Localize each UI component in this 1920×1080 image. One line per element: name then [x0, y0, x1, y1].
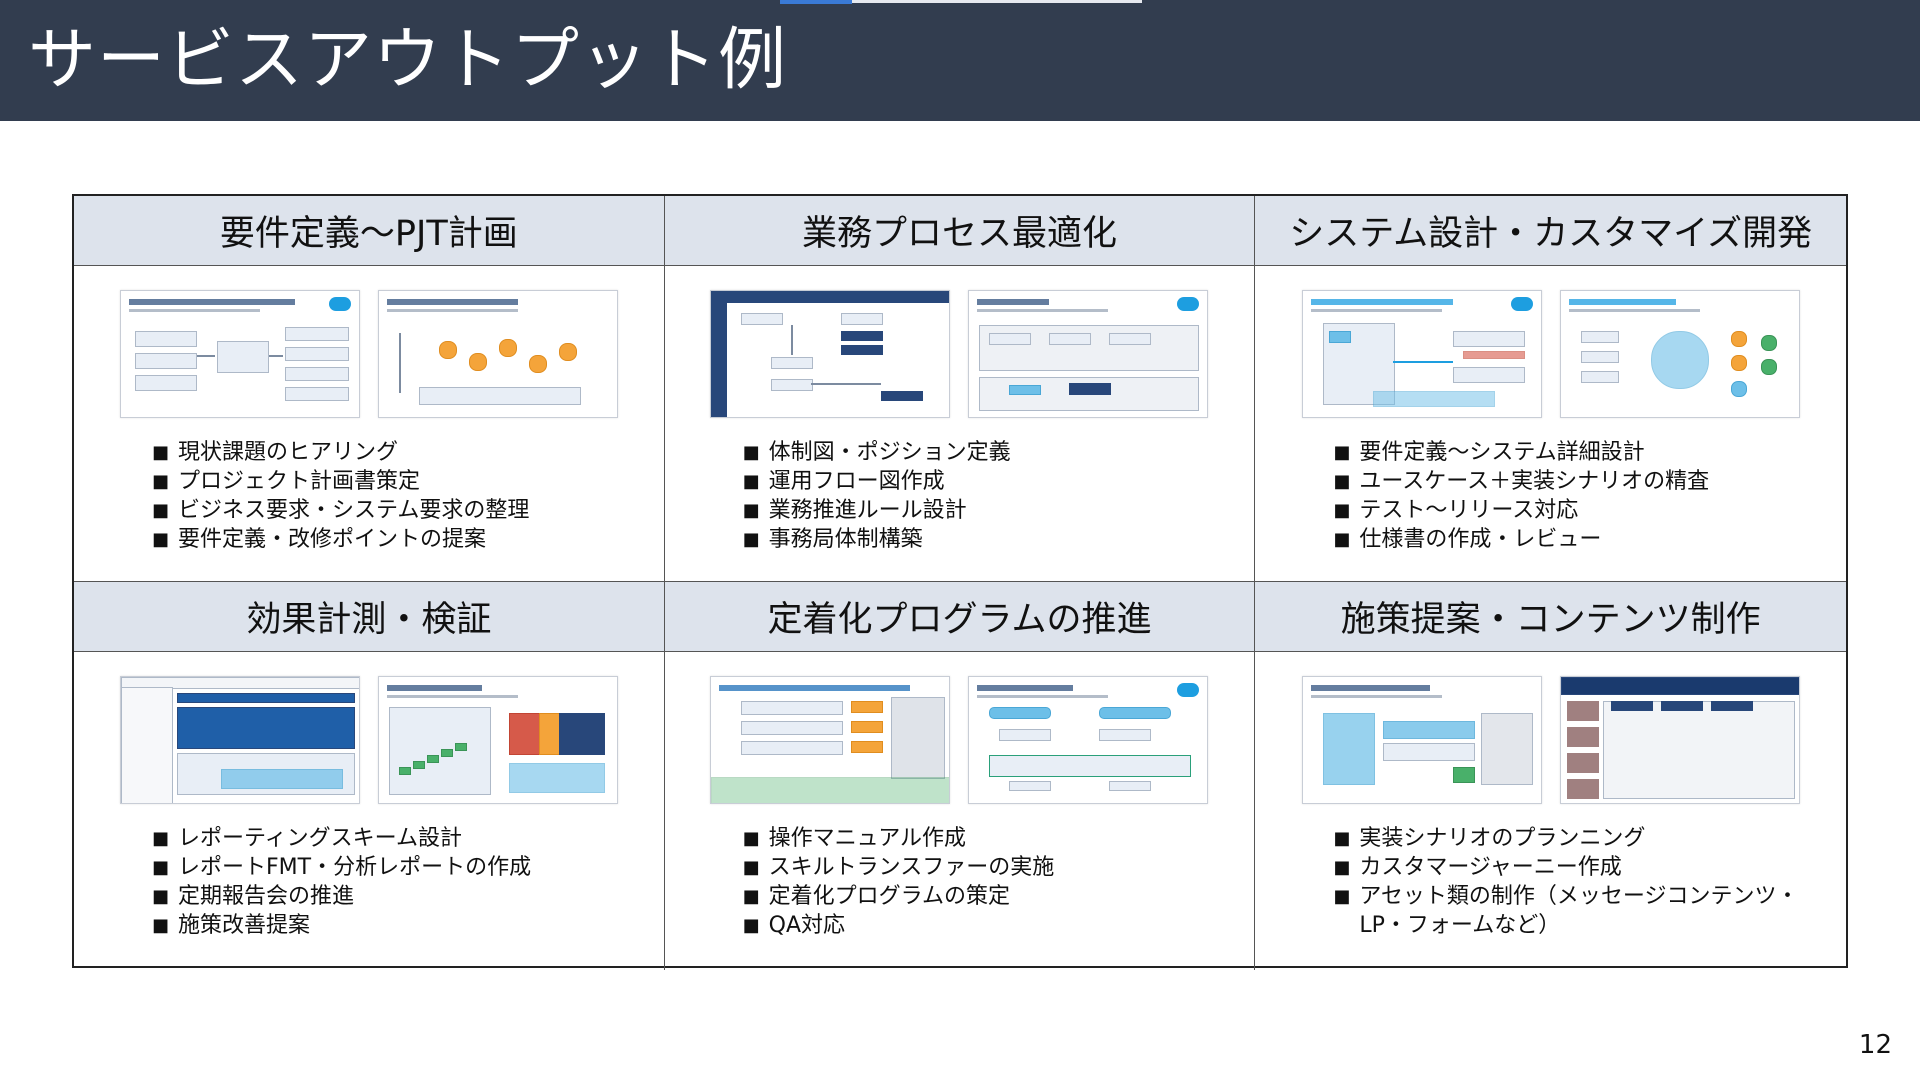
bullet-item: 施策改善提案 — [152, 911, 531, 940]
section-cell-content: 実装シナリオのプランニング カスタマージャーニー作成 アセット類の制作（メッセー… — [1255, 652, 1846, 970]
bullet-list: 操作マニュアル作成 スキルトランスファーの実施 定着化プログラムの策定 QA対応 — [743, 824, 1055, 940]
bullet-item: カスタマージャーニー作成 — [1333, 853, 1798, 882]
bullet-item: プロジェクト計画書策定 — [152, 467, 529, 496]
bullet-list: 体制図・ポジション定義 運用フロー図作成 業務推進ルール設計 事務局体制構築 — [743, 438, 1011, 554]
bullet-item: 体制図・ポジション定義 — [743, 438, 1011, 467]
section-cell-adoption: 操作マニュアル作成 スキルトランスファーの実施 定着化プログラムの策定 QA対応 — [665, 652, 1256, 970]
bullet-item: 要件定義～システム詳細設計 — [1333, 438, 1709, 467]
bullet-item: 定着化プログラムの策定 — [743, 882, 1055, 911]
section-cell-system: 要件定義～システム詳細設計 ユースケース＋実装シナリオの精査 テスト～リリース対… — [1255, 266, 1846, 582]
bullet-item: 仕様書の作成・レビュー — [1333, 525, 1709, 554]
bullet-item: 運用フロー図作成 — [743, 467, 1011, 496]
section-heading-process: 業務プロセス最適化 — [664, 196, 1256, 266]
section-heading-measurement: 効果計測・検証 — [74, 582, 665, 652]
page-title: サービスアウトプット例 — [28, 21, 788, 100]
bullet-item: QA対応 — [743, 911, 1055, 940]
section-heading-content: 施策提案・コンテンツ制作 — [1255, 582, 1846, 652]
bullet-item: ビジネス要求・システム要求の整理 — [152, 496, 529, 525]
section-heading-requirements: 要件定義～PJT計画 — [74, 196, 665, 266]
cloud-logo-icon — [328, 297, 351, 311]
section-cell-process: 体制図・ポジション定義 運用フロー図作成 業務推進ルール設計 事務局体制構築 — [664, 266, 1256, 582]
sample-slide-thumbnail — [1559, 676, 1800, 804]
section-heading-system: システム設計・カスタマイズ開発 — [1255, 196, 1846, 266]
bullet-item: 業務推進ルール設計 — [743, 496, 1011, 525]
bullet-item: アセット類の制作（メッセージコンテンツ・ — [1333, 882, 1798, 911]
sample-slide-thumbnail — [119, 290, 360, 418]
cloud-logo-icon — [1177, 297, 1200, 311]
bullet-item: レポーティングスキーム設計 — [152, 824, 531, 853]
cloud-logo-icon — [1177, 683, 1200, 697]
progress-track — [852, 0, 1142, 3]
bullet-list: 現状課題のヒアリング プロジェクト計画書策定 ビジネス要求・システム要求の整理 … — [152, 438, 529, 554]
cloud-logo-icon — [1510, 297, 1533, 311]
section-heading-adoption: 定着化プログラムの推進 — [664, 582, 1256, 652]
bullet-item: 操作マニュアル作成 — [743, 824, 1055, 853]
bullet-list: 実装シナリオのプランニング カスタマージャーニー作成 アセット類の制作（メッセー… — [1333, 824, 1798, 940]
title-bar: サービスアウトプット例 — [0, 0, 1920, 121]
bullet-item: 実装シナリオのプランニング — [1333, 824, 1798, 853]
bullet-item: 定期報告会の推進 — [152, 882, 531, 911]
sample-slide-thumbnail — [710, 290, 951, 418]
bullet-item: 要件定義・改修ポイントの提案 — [152, 525, 529, 554]
sample-slide-thumbnail — [1301, 676, 1542, 804]
service-output-table: 要件定義～PJT計画 業務プロセス最適化 システム設計・カスタマイズ開発 — [72, 194, 1848, 970]
bullet-list: 要件定義～システム詳細設計 ユースケース＋実装シナリオの精査 テスト～リリース対… — [1333, 438, 1709, 554]
bullet-item: ユースケース＋実装シナリオの精査 — [1333, 467, 1709, 496]
sample-slide-thumbnail — [1301, 290, 1542, 418]
page-number: 12 — [1858, 1030, 1892, 1060]
section-cell-measurement: レポーティングスキーム設計 レポートFMT・分析レポートの作成 定期報告会の推進… — [74, 652, 665, 970]
sample-slide-thumbnail — [1559, 290, 1800, 418]
sample-slide-thumbnail — [377, 676, 618, 804]
bullet-item: スキルトランスファーの実施 — [743, 853, 1055, 882]
sample-slide-thumbnail — [968, 290, 1209, 418]
bullet-item: 事務局体制構築 — [743, 525, 1011, 554]
bullet-item: レポートFMT・分析レポートの作成 — [152, 853, 531, 882]
sample-slide-thumbnail — [377, 290, 618, 418]
bullet-item-continued: LP・フォームなど） — [1359, 913, 1561, 938]
sample-slide-thumbnail — [119, 676, 360, 804]
section-cell-requirements: 現状課題のヒアリング プロジェクト計画書策定 ビジネス要求・システム要求の整理 … — [74, 266, 665, 582]
bullet-item: 現状課題のヒアリング — [152, 438, 529, 467]
progress-accent — [780, 0, 852, 4]
sample-slide-thumbnail — [968, 676, 1209, 804]
bullet-list: レポーティングスキーム設計 レポートFMT・分析レポートの作成 定期報告会の推進… — [152, 824, 531, 940]
bullet-item: テスト～リリース対応 — [1333, 496, 1709, 525]
sample-slide-thumbnail — [710, 676, 951, 804]
